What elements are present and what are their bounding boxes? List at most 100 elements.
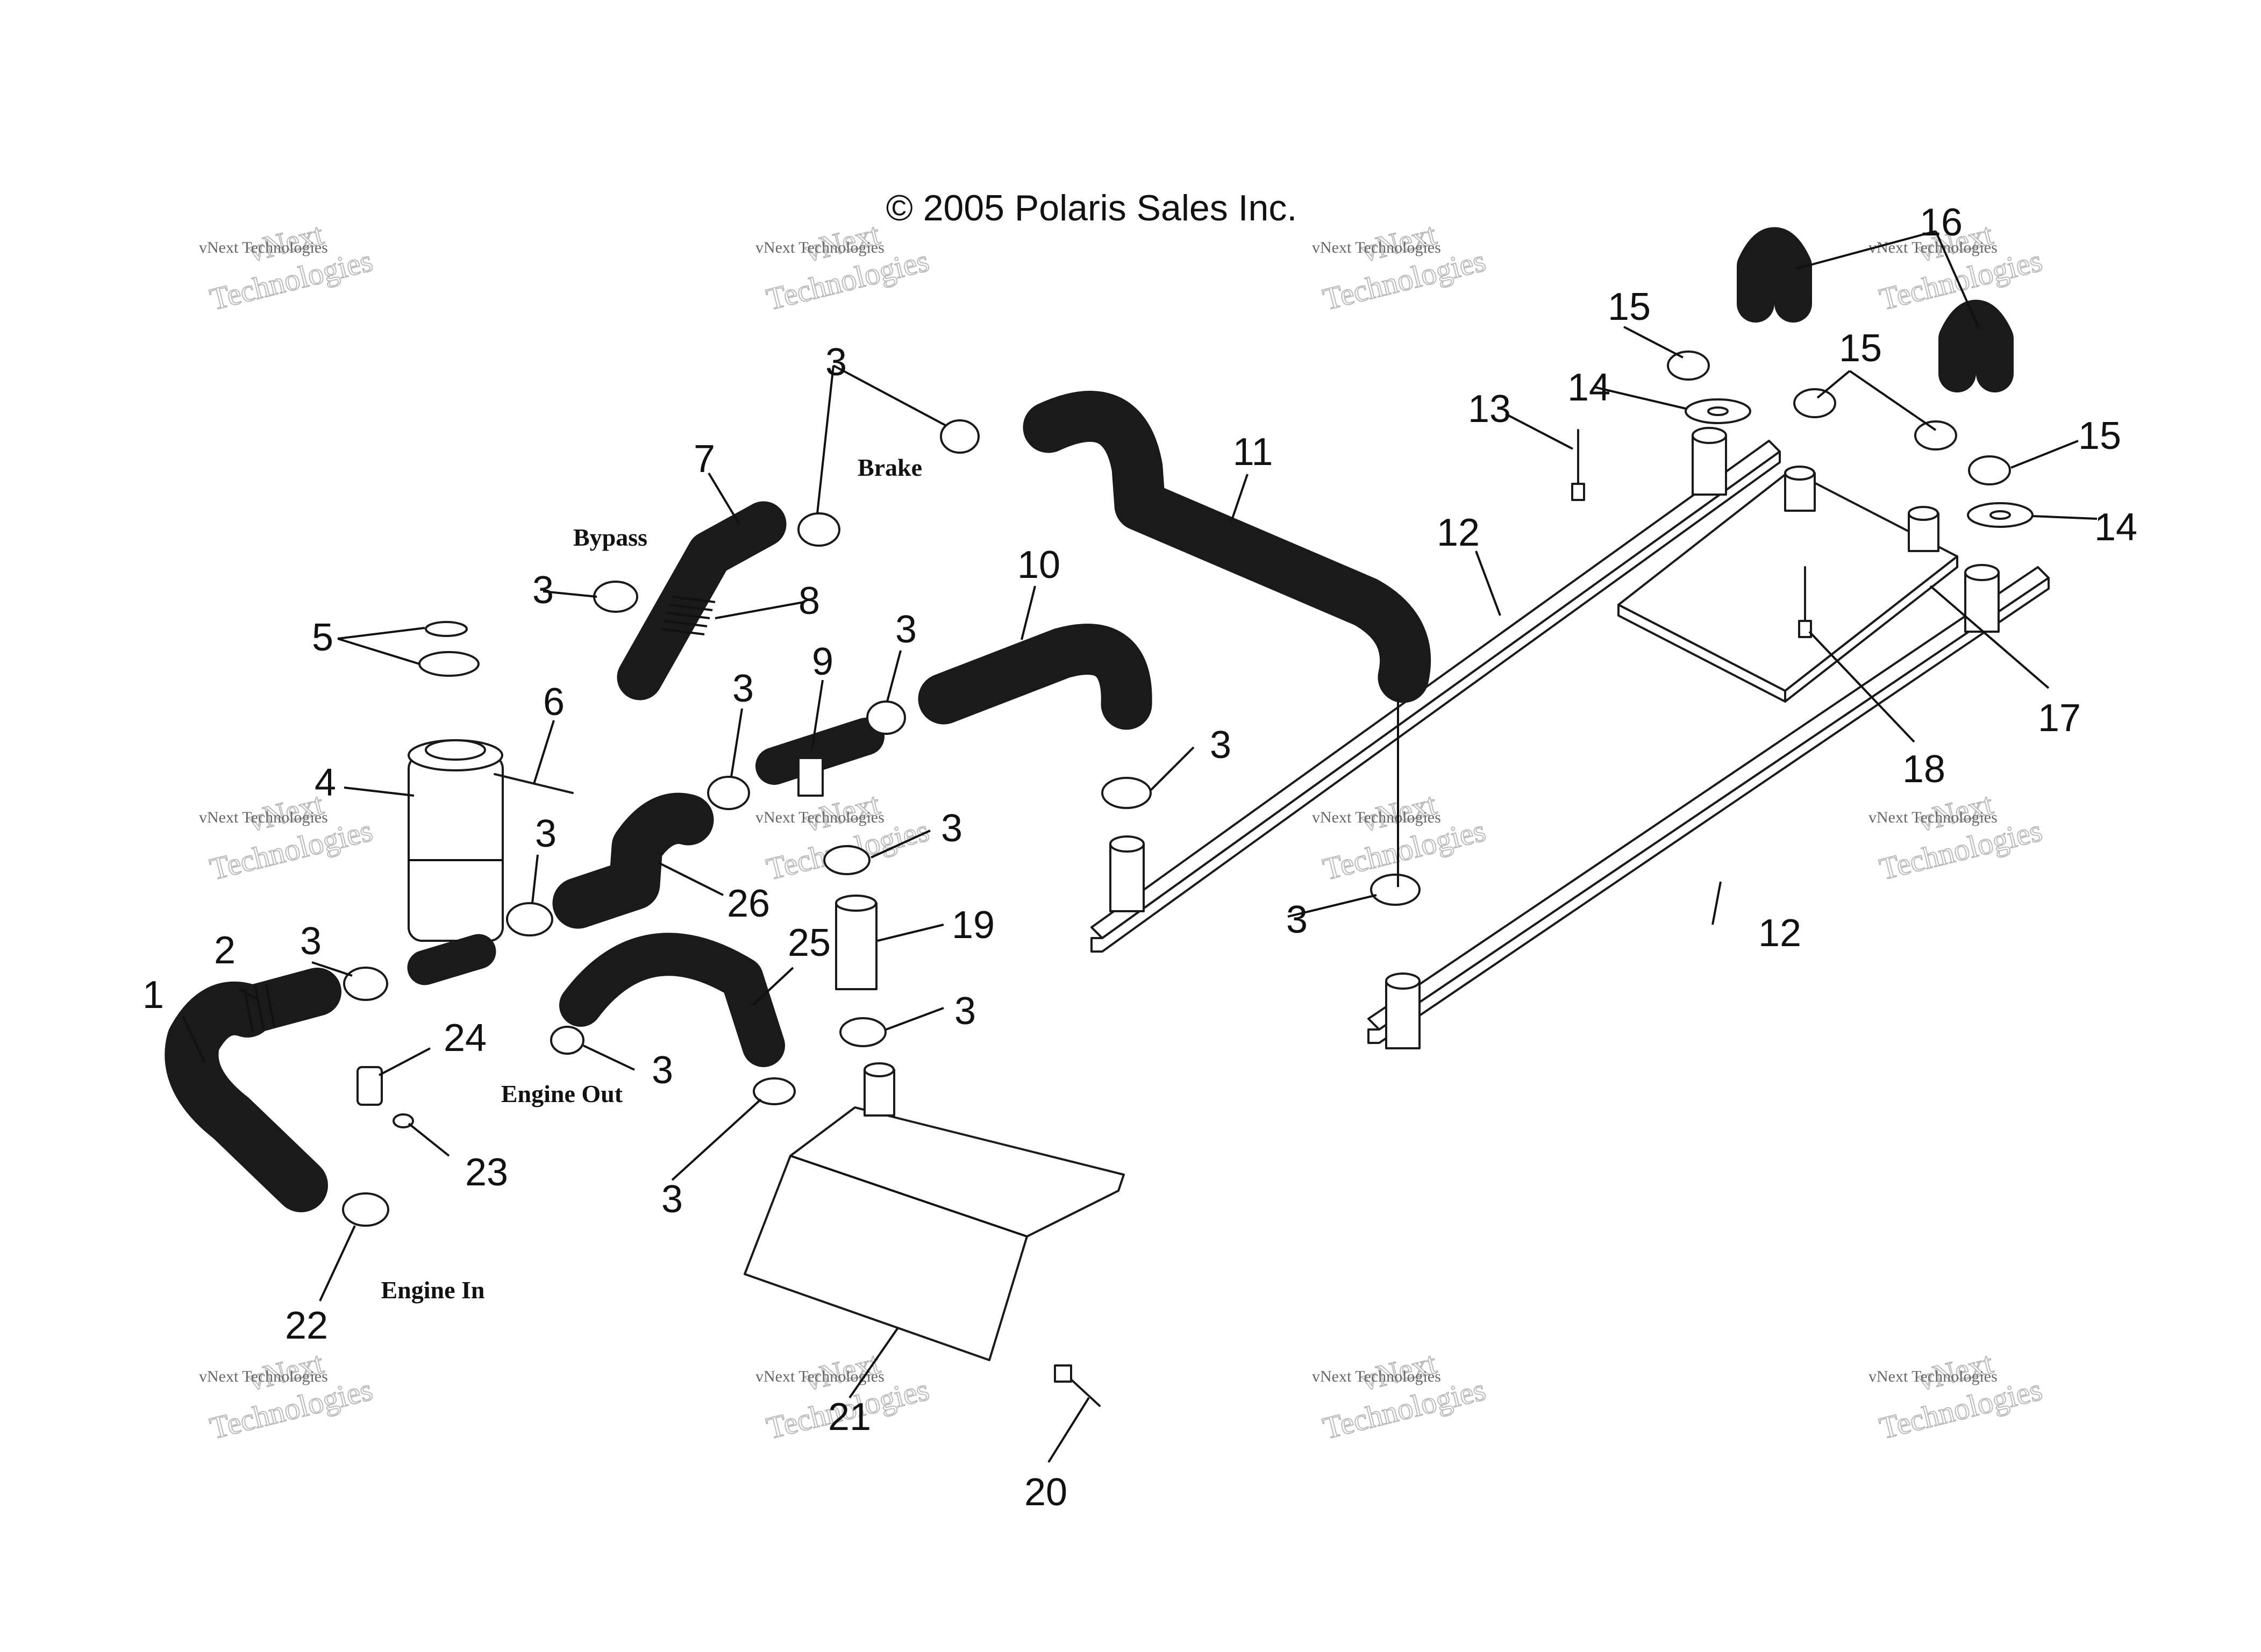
callout-21: 21 bbox=[828, 1396, 871, 1439]
watermark: Technologies vNext vNext Technologies bbox=[199, 216, 376, 317]
hose-clamp-3 bbox=[1101, 777, 1152, 809]
watermark-caption: vNext Technologies bbox=[1868, 239, 1998, 256]
callout-3: 3 bbox=[825, 341, 847, 384]
bolt-13 bbox=[1571, 429, 1585, 501]
fastener-20 bbox=[1054, 1364, 1101, 1407]
watermark-caption: vNext Technologies bbox=[199, 239, 328, 256]
callout-15: 15 bbox=[1839, 327, 1882, 370]
rail-upper bbox=[1090, 427, 1781, 953]
callout-3: 3 bbox=[532, 569, 554, 612]
hose-clamp-3 bbox=[707, 776, 750, 810]
callout-14: 14 bbox=[1567, 366, 1610, 409]
label-brake: Brake bbox=[858, 454, 922, 481]
hose-clamp-3 bbox=[550, 1026, 584, 1055]
watermark: Technologies vNext vNext Technologies bbox=[1312, 785, 1489, 887]
callout-25: 25 bbox=[788, 921, 831, 964]
heat-exchanger-plate bbox=[1617, 466, 1958, 703]
callout-3: 3 bbox=[1210, 724, 1231, 767]
callouts: 3 7 3 8 5 6 9 3 3 10 11 3 4 3 26 3 19 25… bbox=[142, 201, 2137, 1514]
callout-18: 18 bbox=[1902, 748, 1945, 791]
hose-clamps bbox=[343, 351, 2011, 1105]
hose-clamp-3 bbox=[1370, 874, 1421, 906]
callout-8: 8 bbox=[798, 580, 820, 623]
watermark-caption: vNext Technologies bbox=[755, 809, 885, 826]
hose-clamp-15 bbox=[1968, 455, 2011, 485]
hose-11 bbox=[1023, 391, 1431, 703]
u-hose-16-a bbox=[1737, 227, 1812, 323]
watermark-caption: vNext Technologies bbox=[199, 1368, 328, 1385]
callout-3: 3 bbox=[1286, 898, 1308, 941]
hose-clamp-3 bbox=[343, 967, 388, 1001]
hose-clamp-3 bbox=[940, 419, 980, 454]
hose-1 bbox=[165, 981, 328, 1212]
hose-clamp-3 bbox=[593, 581, 638, 613]
hose-clamp-15 bbox=[1914, 420, 1957, 450]
hose-7 bbox=[617, 501, 787, 700]
callout-24: 24 bbox=[444, 1017, 487, 1060]
callout-12: 12 bbox=[1758, 912, 1801, 955]
callout-23: 23 bbox=[465, 1151, 508, 1194]
callout-17: 17 bbox=[2038, 697, 2081, 740]
callout-20: 20 bbox=[1024, 1471, 1067, 1514]
hose-2 bbox=[223, 968, 341, 1035]
washer-14-b-hole bbox=[1989, 510, 2011, 520]
callout-19: 19 bbox=[952, 904, 995, 947]
callout-13: 13 bbox=[1468, 388, 1511, 431]
hose-26 bbox=[552, 792, 714, 929]
callout-15: 15 bbox=[1608, 285, 1651, 328]
u-hose-16-b bbox=[1938, 300, 2014, 392]
watermark: Technologies vNext vNext Technologies bbox=[1312, 216, 1489, 317]
hose-clamp-3 bbox=[823, 845, 871, 875]
callout-3: 3 bbox=[895, 608, 917, 651]
callout-9: 9 bbox=[812, 640, 833, 683]
coolant-reservoir-4 bbox=[407, 739, 504, 985]
callout-2: 2 bbox=[214, 929, 236, 972]
callout-3: 3 bbox=[941, 807, 962, 850]
washer-14-a-hole bbox=[1707, 406, 1729, 416]
hose-clamp-3 bbox=[506, 902, 553, 936]
callout-22: 22 bbox=[285, 1304, 328, 1347]
callout-12: 12 bbox=[1437, 511, 1480, 554]
watermark: Technologies vNext vNext Technologies bbox=[1868, 785, 2046, 887]
watermark-caption: vNext Technologies bbox=[1868, 1368, 1998, 1385]
callout-3: 3 bbox=[661, 1178, 683, 1221]
callout-3: 3 bbox=[652, 1049, 673, 1092]
callout-3: 3 bbox=[954, 990, 976, 1033]
rail-lower bbox=[1367, 564, 2050, 1049]
hose-10 bbox=[918, 624, 1152, 730]
hose-19 bbox=[835, 895, 878, 990]
watermark: Technologies vNext vNext Technologies bbox=[755, 216, 933, 317]
watermark-caption: vNext Technologies bbox=[755, 1368, 885, 1385]
callout-14: 14 bbox=[2094, 506, 2137, 549]
callout-10: 10 bbox=[1017, 543, 1060, 587]
label-bypass: Bypass bbox=[573, 524, 647, 551]
callout-16: 16 bbox=[1920, 201, 1963, 244]
nut-23 bbox=[393, 1113, 414, 1128]
watermark: Technologies vNext vNext Technologies bbox=[199, 1345, 376, 1446]
clamp-22 bbox=[342, 1192, 389, 1227]
watermark-caption: vNext Technologies bbox=[1312, 809, 1441, 826]
copyright-text: © 2005 Polaris Sales Inc. bbox=[886, 188, 1297, 228]
callout-4: 4 bbox=[315, 761, 336, 804]
watermark: Technologies vNext vNext Technologies bbox=[1312, 1345, 1489, 1446]
watermark: Technologies vNext vNext Technologies bbox=[199, 785, 376, 887]
callout-15: 15 bbox=[2078, 414, 2121, 457]
leader-lines bbox=[182, 230, 2098, 1463]
watermark-caption: vNext Technologies bbox=[199, 809, 328, 826]
tee-fitting-9 bbox=[755, 718, 885, 797]
callout-5: 5 bbox=[312, 616, 333, 659]
watermark: Technologies vNext vNext Technologies bbox=[1868, 1345, 2046, 1446]
watermark-caption: vNext Technologies bbox=[1868, 809, 1998, 826]
spring-8 bbox=[661, 596, 716, 635]
cover-plate-21 bbox=[744, 1062, 1125, 1361]
bracket-24 bbox=[356, 1066, 383, 1106]
hose-clamp-15 bbox=[1793, 388, 1836, 418]
hose-25 bbox=[559, 933, 785, 1067]
cap-5-b bbox=[418, 651, 480, 677]
hose-clamp-3 bbox=[839, 1017, 887, 1047]
label-engine-out: Engine Out bbox=[501, 1080, 623, 1107]
label-engine-in: Engine In bbox=[381, 1276, 484, 1304]
callout-6: 6 bbox=[543, 681, 565, 724]
hose-clamp-3 bbox=[797, 512, 840, 547]
